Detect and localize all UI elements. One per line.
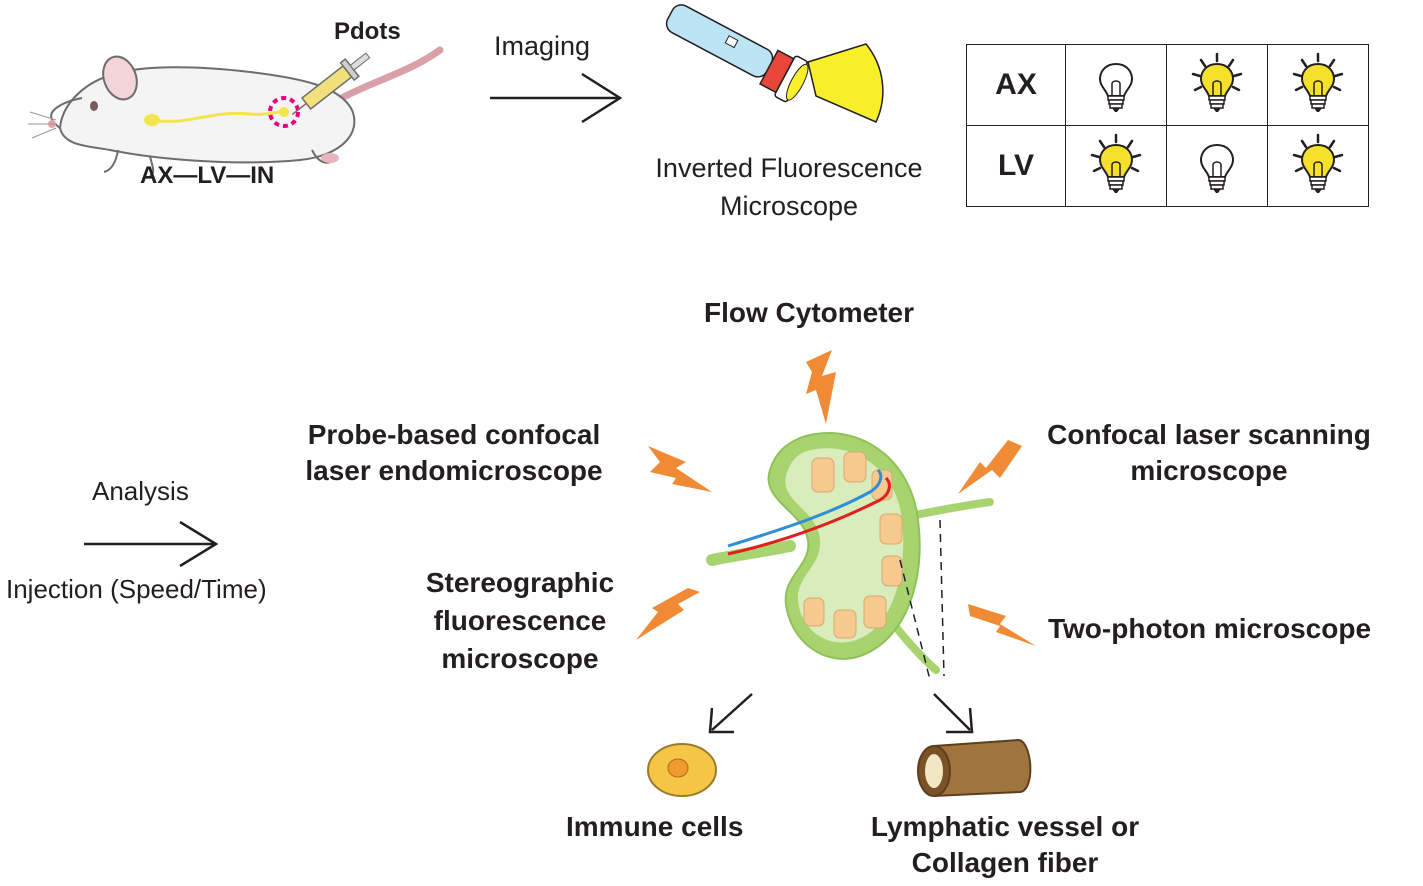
lightning-bolt-two-photon [968,604,1036,646]
immune-cells-label: Immune cells [566,811,744,842]
stereo-label-line3: microscope [441,643,599,674]
row-label-ax: AX [966,44,1066,126]
lymph-node-illustration [706,432,994,681]
lightbulb-on-icon [1191,52,1243,112]
clsm-label-line1: Confocal laser scanning [1047,419,1371,450]
microscope-label-line1: Inverted Fluorescence [655,153,923,183]
flashlight-icon [665,4,884,123]
row-label-lv: LV [966,125,1066,207]
bulb-cell [1065,125,1167,207]
lightbulb-off-icon [1098,62,1134,112]
pcle-label-line2: laser endomicroscope [305,455,603,486]
microscope-label-line2: Microscope [719,191,859,221]
mouse-illustration [28,46,444,177]
arrow-to-immune-cells [708,693,753,734]
bulb-cell [1065,44,1167,126]
node-chain-label: AX—LV—IN [140,162,275,189]
vessel-label-line1: Lymphatic vessel or [870,811,1140,842]
lightning-bolt-stereo [636,588,700,640]
lightbulb-on-icon [1090,133,1142,193]
bulb-cell [1166,125,1268,207]
lightbulb-on-icon [1292,52,1344,112]
lymphatic-vessel-icon [917,738,1032,798]
immune-cell-icon [647,743,717,797]
imaging-arrow [490,72,623,124]
lightbulb-off-icon [1199,143,1235,193]
bulb-cell [1267,44,1369,126]
two-photon-label: Two-photon microscope [1048,613,1372,644]
stereo-label-line1: Stereographic [425,567,615,598]
lightning-bolt-top [806,350,836,424]
clsm-label-line2: microscope [1130,455,1288,486]
lightbulb-on-icon [1292,133,1344,193]
flow-cytometer-label: Flow Cytometer [704,297,915,328]
lymph-node-readout-table: AX LV [966,44,1369,207]
table-row: AX [966,44,1369,126]
lightning-bolt-clsm [958,440,1022,494]
table-row: LV [966,125,1369,207]
pcle-label-line1: Probe-based confocal [307,419,601,450]
arrow-to-vessel [933,693,974,734]
bulb-cell [1267,125,1369,207]
lightning-bolt-pcle [648,446,712,492]
bulb-cell [1166,44,1268,126]
stereo-label-line2: fluorescence [433,605,607,636]
imaging-arrow-label: Imaging [494,31,591,61]
injection-speed-time-label: Injection (Speed/Time) [6,574,267,604]
pdots-label: Pdots [334,18,401,45]
analysis-arrow [84,520,219,568]
vessel-label-line2: Collagen fiber [911,847,1099,878]
analysis-label: Analysis [92,476,189,506]
